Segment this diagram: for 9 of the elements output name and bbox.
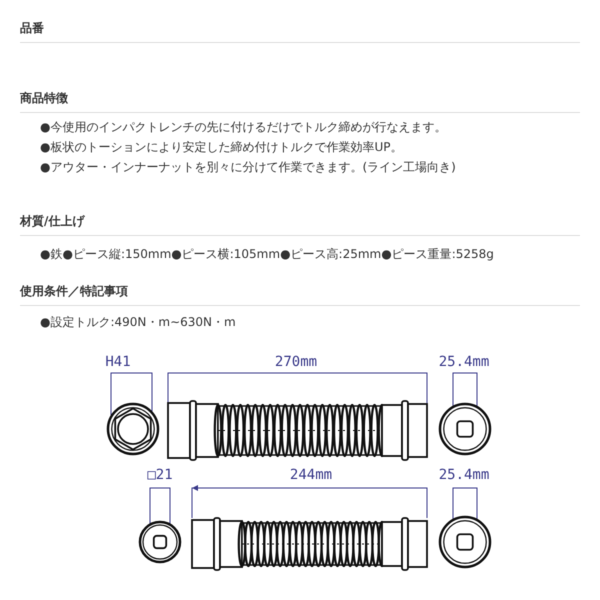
- section-heading: 商品特徴: [20, 90, 68, 107]
- section-heading: 材質/仕上げ: [20, 213, 84, 230]
- spec-text: ●今使用のインパクトレンチの先に付けるだけでトルク締めが行なえます。: [40, 119, 448, 136]
- spec-text: ●板状のトーションにより安定した締め付けトルクで作業効率UP。: [40, 139, 404, 156]
- spec-text: ●設定トルク:490N・m~630N・m: [40, 314, 237, 331]
- spec-text: ●鉄●ピース縦:150mm●ピース横:105mm●ピース高:25mm●ピース重量:5258g: [40, 246, 495, 263]
- section-heading: 品番: [20, 20, 44, 37]
- spec-text: ●アウター・インナーナットを別々に分けて作業できます。(ライン工場向き): [40, 159, 457, 176]
- section-heading: 使用条件／特記事項: [20, 283, 128, 300]
